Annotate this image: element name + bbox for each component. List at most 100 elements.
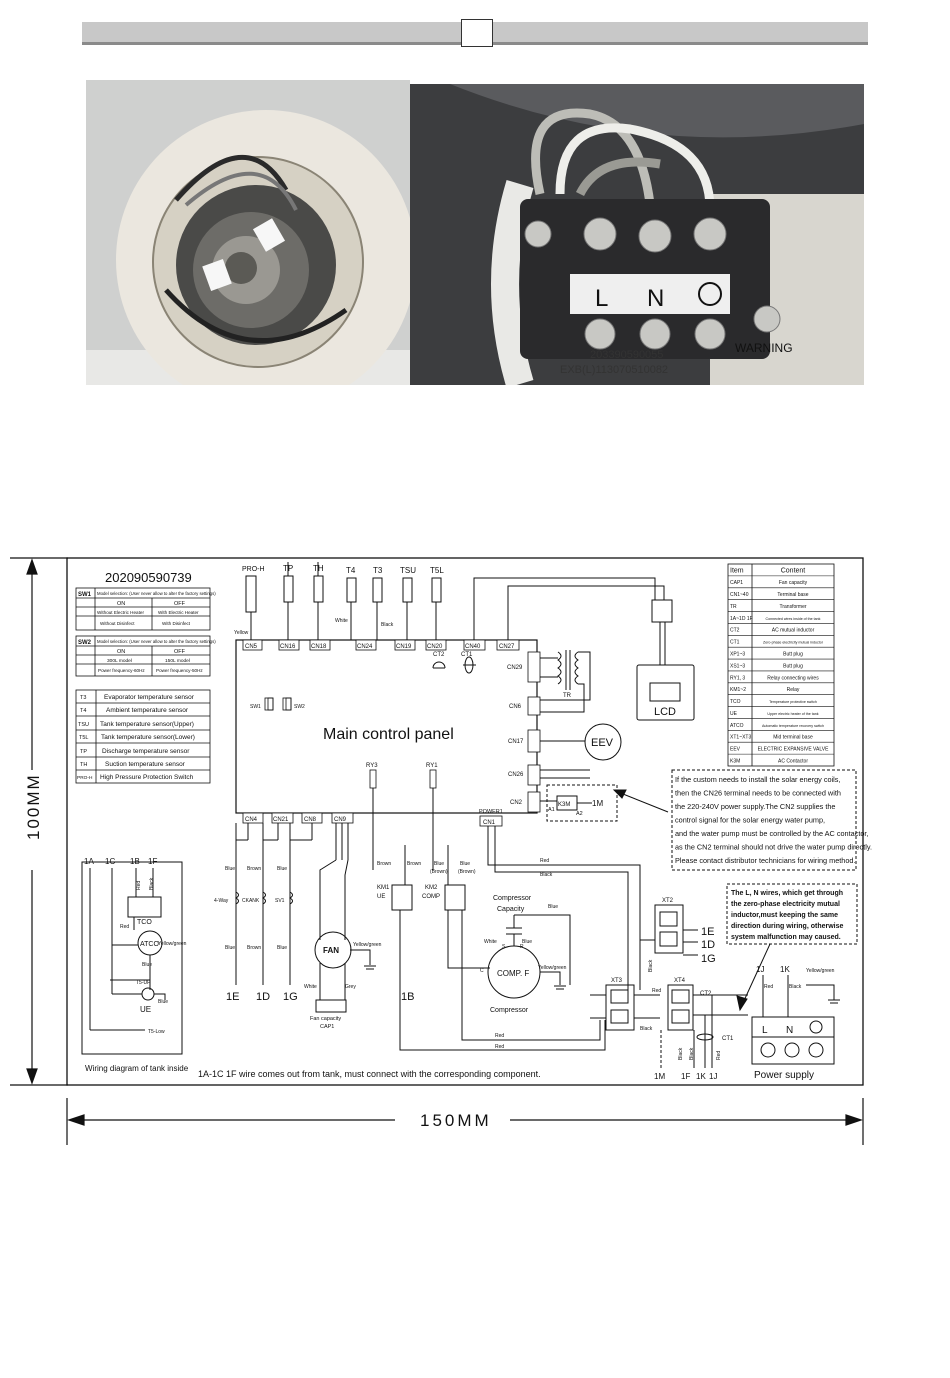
sensor-table-text: T3 Evaporator temperature sensor T4 Ambi… <box>77 694 195 781</box>
bottom-right-1m: 1M <box>654 1072 665 1081</box>
wire-blue: Blue <box>277 945 287 951</box>
legend-item-content: Content <box>781 567 806 574</box>
relay-ry3: RY3 <box>366 763 378 769</box>
lcd-label: LCD <box>654 706 676 718</box>
wire-yellowgreen: Yellow/green <box>538 965 567 971</box>
tank-caption: Wiring diagram of tank inside <box>85 1064 189 1073</box>
legend-item-code: EEV <box>730 747 741 753</box>
compressor-capacity-1: Compressor <box>493 895 532 902</box>
note-line: inductor,must keeping the same <box>731 912 838 919</box>
wire-red: Red <box>540 858 549 864</box>
bottom-right-1f: 1F <box>681 1072 690 1081</box>
tank-wire-red: Red <box>120 924 129 930</box>
connector-cn6: CN6 <box>509 704 522 710</box>
sensor-desc: High Pressure Protection Switch <box>100 774 194 781</box>
wire-blue: Blue <box>225 945 235 951</box>
wire-white: White <box>484 939 497 945</box>
sensor-label-th: TH <box>313 564 324 573</box>
legend-item-code: 1A~1D 1F <box>730 616 753 622</box>
legend-item-content: Temperature protective switch <box>769 700 817 704</box>
tco-box <box>127 896 162 918</box>
comp-label-km2: COMP <box>422 894 440 900</box>
power-label-1j: 1J <box>756 965 764 974</box>
note-line: the 220-240V power supply.The CN2 suppli… <box>675 802 836 811</box>
km2-relay <box>444 884 466 911</box>
tank-wire-black-v: Black <box>149 877 155 890</box>
ground-icon <box>809 1020 823 1034</box>
a1-label: A1 <box>548 807 555 813</box>
sensor-code: PRO-H <box>77 775 93 781</box>
sw2-col-off: OFF <box>174 649 186 655</box>
sensor-label-t3: T3 <box>373 566 383 575</box>
tank-wire-yellowgreen: Yellow/green <box>158 941 187 947</box>
terminal-label-n: N <box>647 285 664 312</box>
tank-diagram-box <box>81 861 183 1055</box>
wire-label-yellow: Yellow <box>234 630 249 636</box>
bottom-right-1k: 1K <box>696 1072 706 1081</box>
comp-terminal-r: R <box>520 944 524 950</box>
sw2-header-desc: Model selection: (User never allow to al… <box>97 639 216 644</box>
photo-terminal-block: L N 203390590055 EXB(L)113070510082 WARN… <box>410 84 864 385</box>
legend-item-code: XS1~3 <box>730 663 745 669</box>
dim-height: 100MM <box>24 773 43 840</box>
terminal-serial: 203390590055 <box>590 349 663 361</box>
km2-label: KM2 <box>425 885 438 891</box>
legend-item-content: Connected wires inside of the tank <box>766 617 821 621</box>
connector-cn4: CN4 <box>245 817 258 823</box>
tank-label-1f: 1F <box>148 857 157 866</box>
transformer <box>540 650 591 713</box>
label-ckank: CKANK <box>242 898 260 904</box>
fan-label: FAN <box>323 946 339 955</box>
ue-label: UE <box>140 1005 151 1014</box>
right-connector-boxes <box>527 651 541 813</box>
wire-brown-paren: (Brown) <box>430 869 448 875</box>
wire-red-xt3: Red <box>652 988 661 994</box>
legend-item-content: Automatic temperature recovery switch <box>762 724 824 728</box>
k3m-label: K3M <box>558 802 570 808</box>
bottom-label-1b: 1B <box>401 991 414 1003</box>
tco-label: TCO <box>137 919 152 926</box>
bottom-label-1d: 1D <box>256 991 270 1003</box>
connector-cn26: CN26 <box>508 772 524 778</box>
note-line: as the CN2 terminal should not drive the… <box>675 843 872 852</box>
legend-item-code: RY1, 3 <box>730 675 745 681</box>
legend-item-code: KM1~2 <box>730 687 746 693</box>
wire-black-v: Black <box>678 1047 684 1060</box>
connector-cn40: CN40 <box>465 644 481 650</box>
wire-label-white: White <box>335 618 348 624</box>
k3m-box <box>556 795 578 811</box>
fan-capacity-cap1: CAP1 <box>320 1024 334 1030</box>
tank-label-1a: 1A <box>84 857 94 866</box>
legend-item-code: TR <box>730 604 737 610</box>
km1-relay <box>391 884 413 911</box>
ct2-label-xt4: CT2 <box>700 991 712 997</box>
fan-symbol <box>314 931 352 969</box>
sensor-desc: Suction temperature sensor <box>105 761 186 768</box>
atco-symbol <box>137 930 163 956</box>
compressor-capacity-2: Capacity <box>497 906 525 913</box>
wire-brown: Brown <box>247 866 261 872</box>
sw1-row2-off: With Disinfect <box>162 621 191 626</box>
xt2-label-1e: 1E <box>701 926 714 938</box>
note-line: then the CN26 terminal needs to be conne… <box>675 789 841 798</box>
wire-red-v: Red <box>716 1051 722 1060</box>
sw1-col-on: ON <box>117 601 125 607</box>
bottom-note: 1A-1C 1F wire comes out from tank, must … <box>198 1069 541 1079</box>
legend-item-content: ELECTRIC EXPANSIVE VALVE <box>758 747 830 753</box>
note2-box <box>726 883 858 945</box>
tank-wire-blue-2: Blue <box>158 999 168 1005</box>
legend-item-code: XP1~3 <box>730 651 745 657</box>
legend-item-content: AC mutual inductor <box>772 628 815 634</box>
legend-item-code: UE <box>730 711 738 717</box>
sw1-header-label: SW1 <box>78 592 92 598</box>
wire-black-xt2: Black <box>648 959 654 972</box>
connector-cn8: CN8 <box>304 817 317 823</box>
sensor-label-tp: TP <box>283 564 293 573</box>
bottom-label-1g: 1G <box>283 991 298 1003</box>
legend-item-content: Transformer <box>779 604 806 610</box>
power-label-1k: 1K <box>780 965 790 974</box>
connector-cn16: CN16 <box>280 644 296 650</box>
sensor-code: T3 <box>80 695 86 701</box>
sw2-header-label: SW2 <box>78 640 92 646</box>
